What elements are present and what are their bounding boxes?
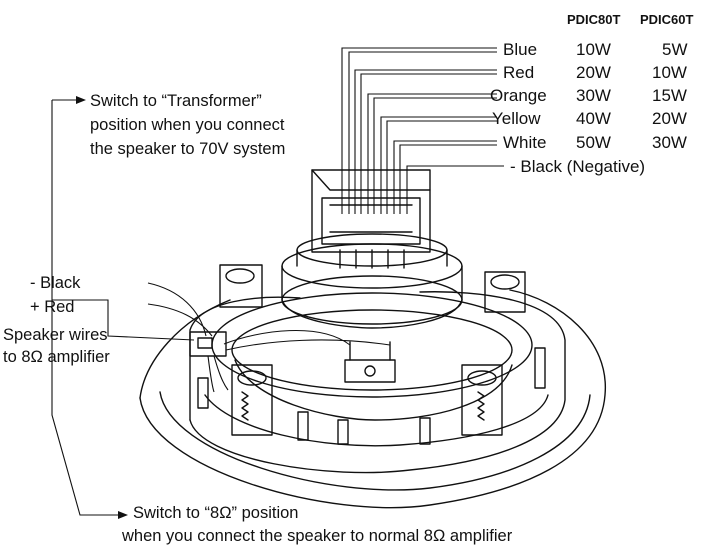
speaker-body <box>189 291 566 474</box>
tap-yellow-color: Yellow <box>492 109 541 128</box>
tap-red-color: Red <box>503 63 535 82</box>
clamp-left <box>219 264 273 436</box>
eight-ohm-note-line1: Switch to “8Ω” position <box>133 504 299 522</box>
tap-orange-80: 30W <box>576 86 611 105</box>
tap-yellow-60: 20W <box>652 109 687 128</box>
speaker-wires-label-line2: to 8Ω amplifier <box>3 348 110 366</box>
speaker-outer-ring <box>139 289 606 509</box>
wire-yellow <box>380 116 497 214</box>
transformer-leader <box>51 100 195 341</box>
tap-black-negative: - Black (Negative) <box>510 157 646 176</box>
transformer-block <box>311 169 431 253</box>
speaker-wire-bundle <box>147 282 213 337</box>
tap-white-color: White <box>503 133 547 152</box>
tap-blue-color: Blue <box>503 40 538 59</box>
eight-ohm-note-line2: when you connect the speaker to normal 8… <box>122 527 513 545</box>
tap-red-60: 10W <box>652 63 687 82</box>
wire-red-label: + Red <box>30 298 75 316</box>
wire-black-label: - Black <box>30 274 81 292</box>
tap-blue-60: 5W <box>662 40 688 59</box>
tap-blue-80: 10W <box>576 40 611 59</box>
tap-orange-60: 15W <box>652 86 687 105</box>
speaker-wires-label-line1: Speaker wires <box>3 326 108 344</box>
tap-orange-color: Orange <box>490 86 547 105</box>
terminal-block <box>344 359 396 383</box>
tap-white-80: 50W <box>576 133 611 152</box>
transformer-note-line2: position when you connect <box>90 116 285 134</box>
transformer-note-line3: the speaker to 70V system <box>90 140 286 158</box>
wire-white <box>393 140 497 214</box>
wire-black <box>406 165 504 214</box>
clamp-right <box>461 271 526 436</box>
tap-yellow-80: 40W <box>576 109 611 128</box>
wire-blue <box>341 47 497 214</box>
wire-red <box>354 69 497 214</box>
speaker-outer-ring-inner <box>159 391 591 491</box>
tap-red-80: 20W <box>576 63 611 82</box>
eight-ohm-leader <box>51 300 118 516</box>
selector-switch <box>189 331 227 357</box>
column-header-pdic60t: PDIC60T <box>640 12 694 27</box>
transformer-note-line1: Switch to “Transformer” <box>90 92 262 110</box>
tap-white-60: 30W <box>652 133 687 152</box>
column-header-pdic80t: PDIC80T <box>567 12 621 27</box>
wire-orange <box>367 93 497 214</box>
